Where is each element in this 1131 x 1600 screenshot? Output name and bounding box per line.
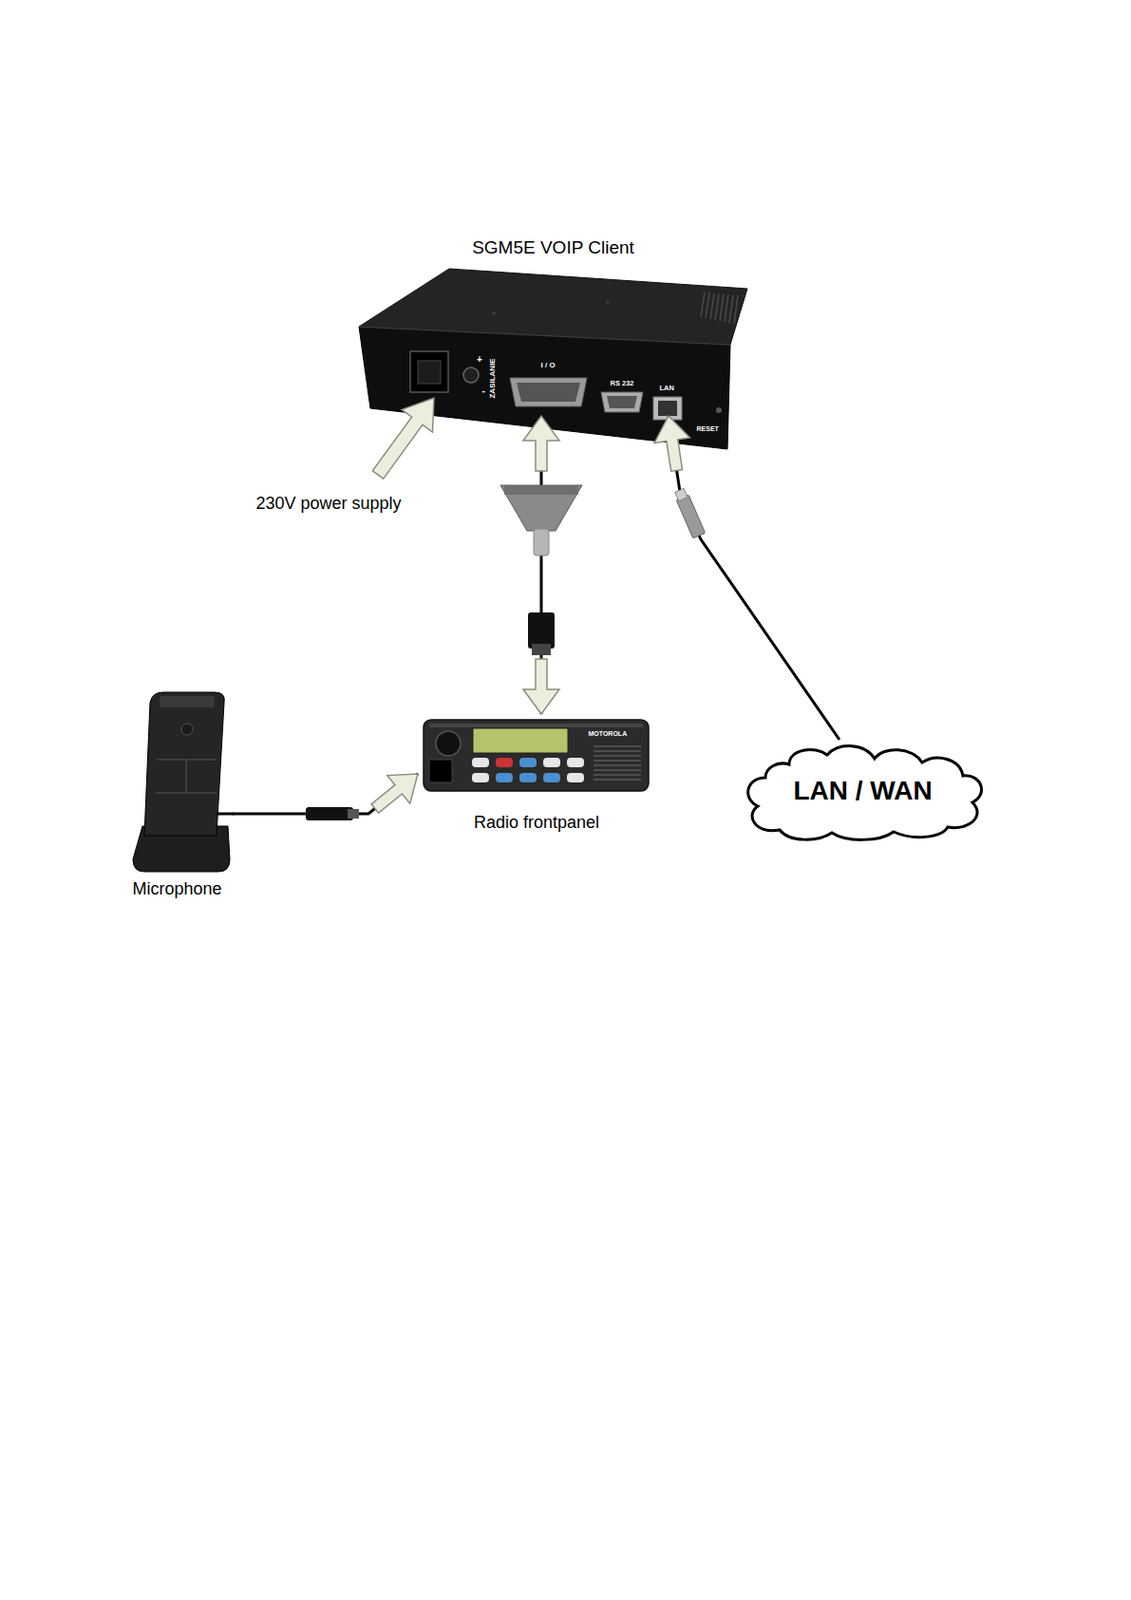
mic-button [181, 723, 193, 736]
vent-slot [719, 294, 724, 321]
brand-label: MOTOROLA [588, 730, 628, 738]
speaker-grille [593, 746, 641, 780]
db25-hood [500, 485, 583, 531]
device-screw [605, 300, 610, 304]
grille-line [593, 750, 641, 753]
radio-body [423, 719, 649, 792]
radio-button [543, 757, 561, 768]
vent-slot [724, 294, 729, 322]
arrow-head [654, 415, 691, 472]
power-socket [410, 351, 449, 393]
supply-label: 230V power supply [256, 494, 402, 514]
grille-line [593, 759, 641, 762]
grille-line [593, 778, 641, 781]
vent-slot [705, 292, 710, 319]
db25-inner [516, 382, 581, 402]
lan-plug [673, 488, 706, 539]
radio-button [566, 757, 585, 768]
radio-knob [435, 731, 461, 756]
lan-plug-tip [675, 488, 688, 501]
db25-hood-top [504, 485, 579, 495]
cable-connector [523, 415, 560, 715]
device-vents [700, 292, 738, 324]
radio-button [495, 772, 513, 783]
arrow-head [523, 659, 560, 715]
db25-port [509, 377, 587, 407]
node-label: Microphone [121, 879, 233, 901]
radio-button [471, 757, 490, 768]
radio-button [566, 772, 585, 783]
vent-slot [710, 293, 715, 320]
vent-slot [734, 295, 738, 324]
radio-plug [527, 612, 555, 649]
radio-button [543, 772, 561, 783]
vent-slot [715, 293, 719, 321]
device-node: SGM5E VOIP Client [351, 235, 755, 416]
node-label: SGM5E VOIP Client [351, 237, 755, 260]
polarity-mark: + [476, 354, 483, 365]
grille-line [593, 773, 641, 776]
db9-inner [606, 395, 638, 409]
radio-buttons [471, 757, 585, 783]
cable-line [668, 415, 840, 740]
arrow-head [371, 773, 418, 813]
mic-body [144, 692, 225, 836]
radio-bezel [429, 723, 643, 728]
grille-line [593, 745, 641, 748]
port-label: RS 232 [610, 379, 635, 388]
device-screw [491, 311, 496, 316]
pointer-arrow [372, 397, 434, 479]
grille-line [593, 764, 641, 767]
grille-line [593, 769, 641, 772]
mic-socket [429, 759, 453, 783]
polarity-mark: - [482, 385, 486, 396]
mic-plug [305, 807, 354, 821]
radio-button [471, 772, 490, 783]
cable-connector [654, 415, 840, 740]
port-label: ZASILANIE [489, 358, 498, 398]
radio-button [519, 772, 537, 783]
microphone-node: Microphone [121, 688, 233, 903]
grille-line [593, 754, 641, 757]
rj45-inner [658, 400, 678, 416]
vent-slot [729, 295, 734, 323]
port-label: LAN [659, 384, 675, 393]
node-label: Radio frontpanel [417, 812, 656, 834]
mic-plug-tip [347, 809, 359, 819]
lan-plug-body [676, 494, 706, 539]
radio-button [495, 757, 513, 768]
node-label: LAN / WAN [736, 774, 989, 808]
mic-ptt-line [185, 759, 188, 793]
mic-cord [216, 812, 234, 816]
arrow-head [523, 415, 560, 472]
status-led [716, 407, 722, 414]
device-edge [358, 326, 731, 345]
radio-button [519, 757, 537, 768]
fuse-holder [463, 367, 479, 383]
strain-relief [533, 528, 549, 556]
mic-grille [159, 696, 215, 708]
radio-plug-tip [531, 643, 551, 656]
port-label: RESET [697, 425, 719, 434]
network-cloud: LAN / WAN [736, 739, 989, 843]
radio-display [472, 728, 568, 754]
db9-port [601, 392, 643, 413]
port-label: I / O [541, 361, 556, 371]
power-socket-inner [417, 360, 441, 384]
vent-slot [700, 292, 705, 318]
